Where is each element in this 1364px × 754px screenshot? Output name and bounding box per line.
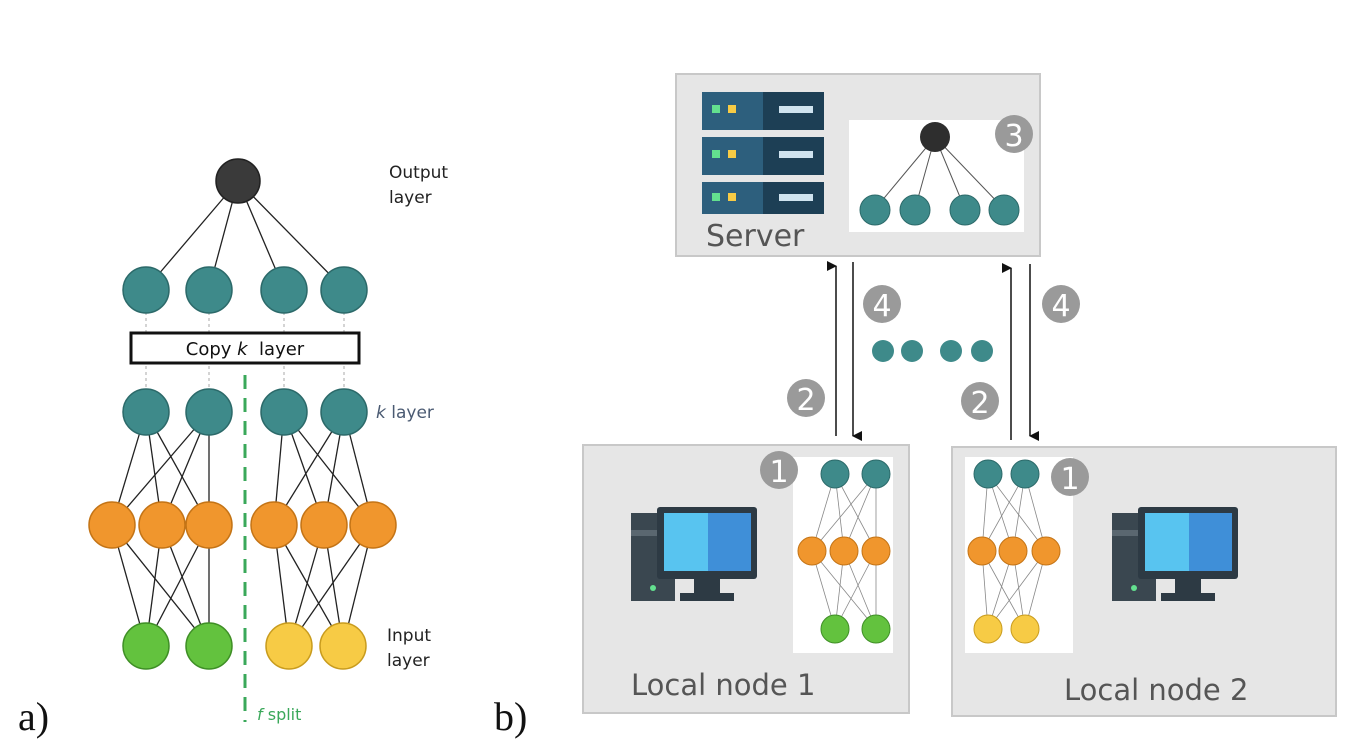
- computer-icon-1: [631, 507, 757, 601]
- ellipsis-dots: [872, 340, 993, 362]
- input-node: [122, 622, 170, 670]
- computer-icon-2: [1112, 507, 1238, 601]
- server-node: [859, 194, 891, 226]
- top-node: [185, 266, 233, 314]
- input-layer-label-1: Input: [387, 626, 431, 646]
- local-node-2-label: Local node 2: [1064, 673, 1248, 707]
- panel-b-tag: b): [494, 694, 527, 739]
- panel-a: Copy k layer: [18, 158, 448, 739]
- hidden-node: [138, 501, 186, 549]
- svg-text:1: 1: [769, 455, 788, 490]
- k-node: [260, 388, 308, 436]
- output-node: [215, 158, 261, 204]
- local2-hidden-node: [967, 536, 997, 566]
- local2-hidden-node: [1031, 536, 1061, 566]
- communication-arrows: [827, 261, 1039, 441]
- hidden-node: [349, 501, 397, 549]
- local1-input-node: [861, 614, 891, 644]
- output-layer-label-1: Output: [389, 163, 448, 183]
- hidden-node: [185, 501, 233, 549]
- hidden-node: [88, 501, 136, 549]
- local1-input-node: [820, 614, 850, 644]
- k-node: [122, 388, 170, 436]
- server-node: [988, 194, 1020, 226]
- panel-a-tag: a): [18, 694, 49, 739]
- local1-hidden-node: [829, 536, 859, 566]
- step-4-badge-right: 4: [1042, 285, 1080, 324]
- local2-input-node: [1010, 614, 1040, 644]
- local-node-1-label: Local node 1: [631, 668, 815, 702]
- k-layer-nodes: [122, 388, 368, 436]
- server-node: [949, 194, 981, 226]
- local1-k-node: [861, 459, 891, 489]
- server-node: [899, 194, 931, 226]
- copy-k-layer-box: [129, 331, 361, 365]
- f-split-label: f split: [257, 705, 301, 724]
- local1-hidden-node: [861, 536, 891, 566]
- input-layer-label-2: layer: [387, 651, 430, 671]
- local1-k-node: [820, 459, 850, 489]
- top-node: [320, 266, 368, 314]
- input-nodes-yellow: [265, 622, 367, 670]
- hidden-node: [300, 501, 348, 549]
- local2-input-node: [973, 614, 1003, 644]
- svg-text:2: 2: [796, 383, 815, 418]
- server-model-nodes: [859, 194, 1020, 226]
- local1-hidden-node: [797, 536, 827, 566]
- local2-k-node: [973, 459, 1003, 489]
- k-node: [185, 388, 233, 436]
- top-layer-nodes: [122, 266, 368, 314]
- output-layer-label-2: layer: [389, 188, 432, 208]
- input-node: [319, 622, 367, 670]
- svg-text:3: 3: [1004, 119, 1023, 154]
- svg-text:4: 4: [872, 289, 891, 324]
- copy-k-layer-text: Copy k layer: [186, 339, 305, 360]
- top-node: [122, 266, 170, 314]
- step-1-badge-right: 1: [1051, 458, 1089, 497]
- input-node: [185, 622, 233, 670]
- step-1-badge-left: 1: [760, 451, 798, 490]
- local2-k-node: [1010, 459, 1040, 489]
- panel-b: b) Server: [494, 73, 1337, 739]
- step-4-badge-left: 4: [863, 285, 901, 324]
- step-2-badge-left: 2: [787, 379, 825, 418]
- k-layer-label: k layer: [376, 403, 434, 423]
- top-node: [260, 266, 308, 314]
- svg-text:2: 2: [970, 386, 989, 421]
- hidden-node: [250, 501, 298, 549]
- step-2-badge-right: 2: [961, 382, 999, 421]
- server-label: Server: [706, 219, 805, 254]
- local-model-1-nodes: [797, 459, 891, 644]
- svg-text:4: 4: [1051, 289, 1070, 324]
- k-node: [320, 388, 368, 436]
- input-nodes-green: [122, 622, 233, 670]
- server-output-node: [920, 122, 950, 152]
- local-model-2-nodes: [967, 459, 1061, 644]
- step-3-badge: 3: [995, 115, 1033, 154]
- local2-hidden-node: [998, 536, 1028, 566]
- server-icon: [702, 92, 824, 214]
- hidden-layer-nodes: [88, 501, 397, 549]
- input-node: [265, 622, 313, 670]
- svg-text:1: 1: [1060, 462, 1079, 497]
